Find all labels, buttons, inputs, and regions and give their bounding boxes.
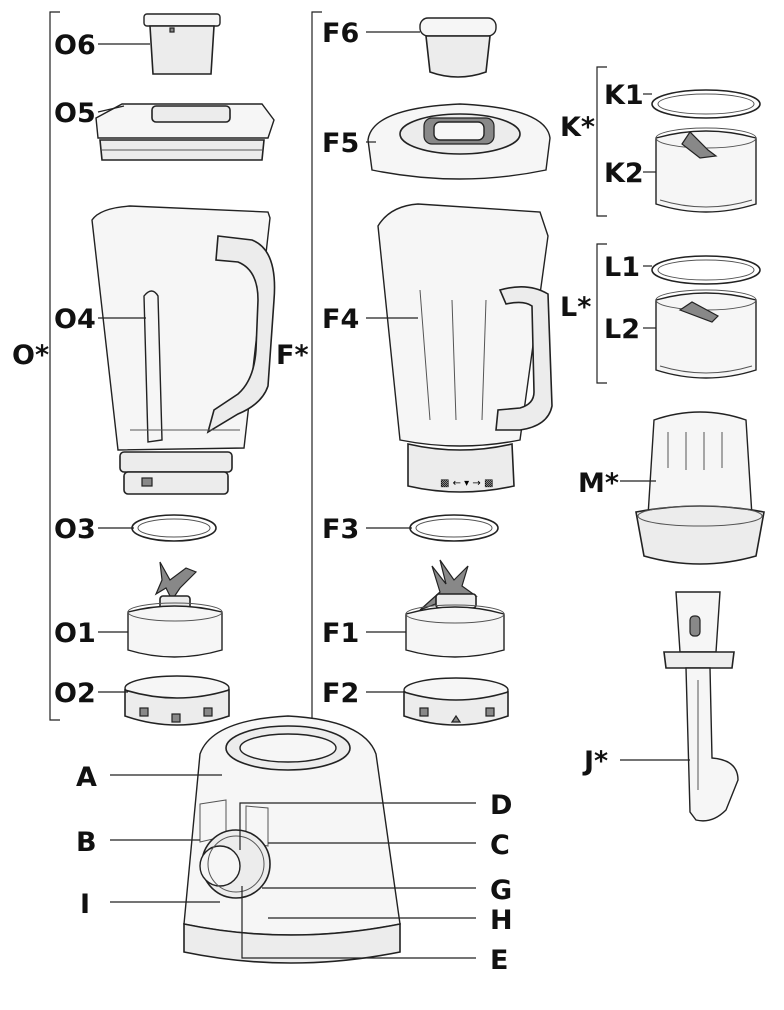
label-o5: O5 bbox=[54, 98, 96, 129]
label-i: I bbox=[80, 889, 90, 920]
part-o4-plastic-jug bbox=[91, 205, 276, 495]
svg-text:▩ ← ▾ → ▩: ▩ ← ▾ → ▩ bbox=[440, 478, 493, 489]
leader-lines bbox=[97, 31, 690, 959]
label-f: F* bbox=[276, 340, 309, 371]
part-o2-locking-ring bbox=[124, 675, 230, 726]
label-f6: F6 bbox=[322, 18, 359, 49]
label-k2: K2 bbox=[604, 158, 644, 189]
label-d: D bbox=[490, 790, 512, 821]
label-o2: O2 bbox=[54, 678, 96, 709]
part-k1-seal bbox=[651, 89, 761, 119]
bracket-l bbox=[596, 243, 607, 384]
part-m-mill-container bbox=[635, 411, 765, 565]
part-l1-seal bbox=[651, 255, 761, 285]
part-o5-lid bbox=[95, 103, 275, 161]
part-f1-blade-unit bbox=[405, 559, 505, 658]
bracket-f bbox=[311, 11, 322, 721]
label-o6: O6 bbox=[54, 30, 96, 61]
label-b: B bbox=[76, 827, 97, 858]
part-o3-seal-ring bbox=[131, 514, 217, 542]
part-k2-grinder-base bbox=[655, 127, 757, 213]
label-l2: L2 bbox=[604, 314, 640, 345]
label-f3: F3 bbox=[322, 514, 359, 545]
label-f4: F4 bbox=[322, 304, 359, 335]
label-g: G bbox=[490, 875, 512, 906]
part-f2-locking-ring bbox=[403, 677, 509, 726]
part-j-spatula bbox=[663, 591, 739, 822]
label-k1: K1 bbox=[604, 80, 644, 111]
label-o1: O1 bbox=[54, 618, 96, 649]
label-c: C bbox=[490, 830, 510, 861]
bracket-k bbox=[596, 66, 607, 217]
part-o1-blade-unit bbox=[127, 561, 223, 658]
part-f3-seal-ring bbox=[409, 514, 499, 542]
label-k: K* bbox=[560, 112, 595, 143]
part-f5-lid bbox=[367, 103, 551, 180]
bracket-o bbox=[49, 11, 60, 721]
part-base-motor-unit bbox=[183, 715, 401, 964]
label-f1: F1 bbox=[322, 618, 359, 649]
label-f2: F2 bbox=[322, 678, 359, 709]
label-o3: O3 bbox=[54, 514, 96, 545]
label-a: A bbox=[76, 762, 97, 793]
label-o4: O4 bbox=[54, 304, 96, 335]
part-o6-measuring-cap bbox=[143, 13, 221, 75]
label-l: L* bbox=[560, 292, 591, 323]
label-o: O* bbox=[12, 340, 49, 371]
label-h: H bbox=[490, 905, 513, 936]
part-f6-measuring-cap bbox=[419, 17, 497, 78]
part-l2-grinder-base bbox=[655, 289, 757, 379]
label-j: J* bbox=[582, 746, 608, 777]
label-e: E bbox=[490, 945, 508, 976]
part-f4-glass-jug: ▩ ← ▾ → ▩ bbox=[377, 203, 553, 493]
label-l1: L1 bbox=[604, 252, 640, 283]
label-m: M* bbox=[578, 468, 619, 499]
label-f5: F5 bbox=[322, 128, 359, 159]
